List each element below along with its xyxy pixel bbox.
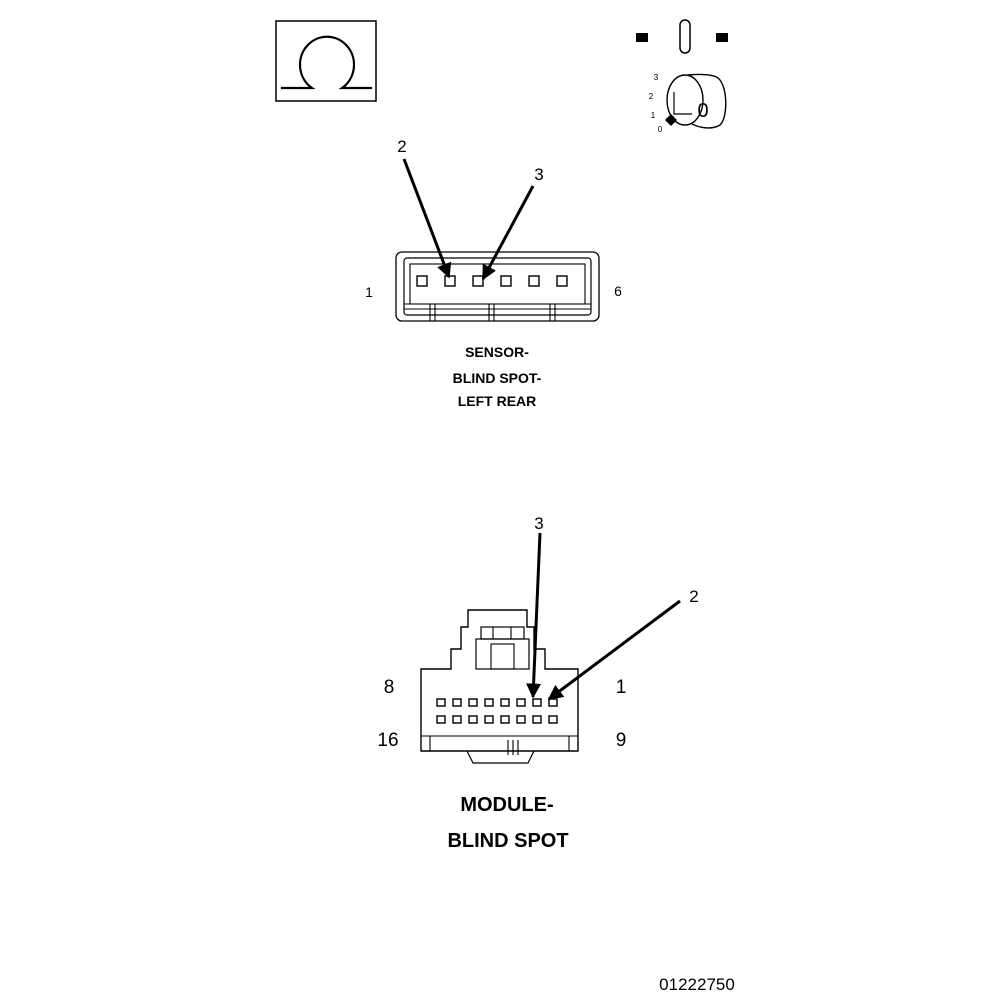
key-position-3: 3 (654, 73, 659, 82)
module-pin-3 (516, 698, 526, 707)
module-pin-7 (452, 698, 462, 707)
sensor-callout-arrow-2 (402, 158, 452, 279)
key-position-1: 1 (651, 111, 656, 120)
ohmmeter-icon (275, 20, 377, 102)
figure-id: 01222750 (659, 975, 735, 994)
module-title-line-2: BLIND SPOT (447, 830, 568, 852)
sensor-callout-2: 2 (397, 137, 406, 156)
module-pin-5 (484, 698, 494, 707)
module-pin-label-9: 9 (616, 730, 627, 751)
module-callout-2: 2 (689, 587, 698, 606)
sensor-pin-1 (416, 275, 428, 287)
module-pin-grid (436, 698, 558, 724)
module-pin-14 (468, 715, 478, 724)
module-pin-11 (516, 715, 526, 724)
module-pin-6 (468, 698, 478, 707)
module-callout-3: 3 (534, 514, 543, 533)
ignition-off-icon: 0 3 2 1 0 (636, 19, 728, 134)
module-pin-4 (500, 698, 510, 707)
module-callout-arrow-2 (547, 599, 681, 701)
module-connector (420, 609, 579, 764)
sensor-pin-6 (556, 275, 568, 287)
module-callout-arrow-3 (526, 532, 542, 699)
sensor-pin-5 (528, 275, 540, 287)
sensor-pin-4 (500, 275, 512, 287)
sensor-title-line-3: LEFT REAR (458, 393, 537, 409)
module-pin-16 (436, 715, 446, 724)
sensor-callout-arrow-3 (481, 185, 535, 281)
key-position-label: 0 (697, 100, 708, 122)
sensor-pin-label-right: 6 (614, 283, 622, 299)
module-title-line-1: MODULE- (460, 794, 553, 816)
module-pin-1 (548, 698, 558, 707)
module-pin-15 (452, 715, 462, 724)
key-position-2: 2 (649, 92, 654, 101)
sensor-pin-2 (444, 275, 456, 287)
module-pin-10 (532, 715, 542, 724)
key-position-0: 0 (658, 125, 663, 134)
module-pin-9 (548, 715, 558, 724)
sensor-connector (395, 251, 600, 322)
sensor-callout-3: 3 (534, 165, 543, 184)
module-pin-13 (484, 715, 494, 724)
sensor-pin-label-left: 1 (365, 284, 373, 300)
module-pin-label-8: 8 (384, 677, 395, 698)
module-pin-2 (532, 698, 542, 707)
sensor-title-line-2: BLIND SPOT- (453, 370, 542, 386)
module-pin-8 (436, 698, 446, 707)
module-pin-12 (500, 715, 510, 724)
sensor-title-line-1: SENSOR- (465, 344, 529, 360)
module-pin-label-1: 1 (616, 677, 627, 698)
sensor-pin-3 (472, 275, 484, 287)
module-pin-label-16: 16 (377, 730, 398, 751)
